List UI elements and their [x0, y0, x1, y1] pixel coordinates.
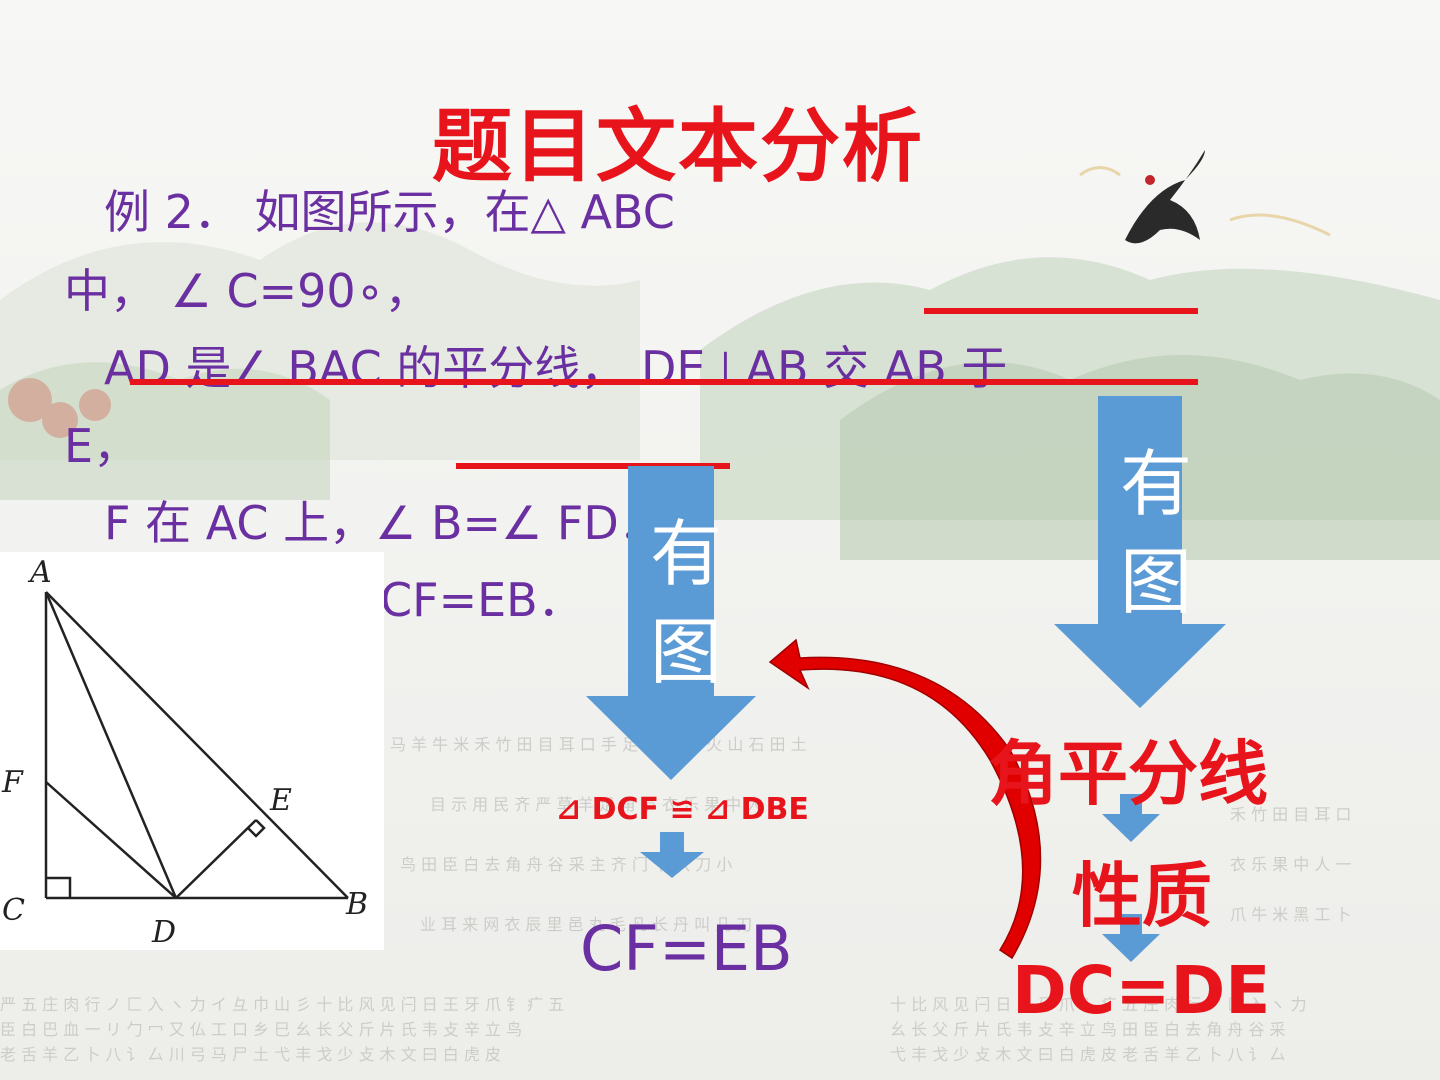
right-arrow-label-1: 有 [1119, 442, 1192, 526]
svg-text:严 五 庄 肉 行 ノ 匚 入 ヽ 力 イ 彑 巾 山 彡: 严 五 庄 肉 行 ノ 匚 入 ヽ 力 イ 彑 巾 山 彡 十 比 风 见 闩 … [0, 995, 564, 1014]
right-result: DC=DE [1012, 952, 1271, 1029]
triangle-figure: A F C D E B [0, 552, 384, 950]
svg-text:臣 白 巴 血 一 リ 勹 冖 又 仏 工 口 乡 巳 幺: 臣 白 巴 血 一 リ 勹 冖 又 仏 工 口 乡 巳 幺 长 父 斤 片 氏 … [0, 1020, 522, 1039]
svg-text:爪 牛 米 黑 工 卜: 爪 牛 米 黑 工 卜 [1230, 905, 1351, 924]
figure-label-c: C [2, 893, 25, 928]
left-arrow-label-2: 图 [649, 610, 722, 694]
svg-text:业 耳 来 网 衣 辰 里 邑 丸 毛 凡 长 丹 叫 几: 业 耳 来 网 衣 辰 里 邑 丸 毛 凡 长 丹 叫 几 刀 [420, 915, 752, 934]
angle-bisector-label: 角平分线 [988, 733, 1268, 815]
svg-text:目 示 用 民 齐 严 草 羊 足 角 节 衣 乐 果 中: 目 示 用 民 齐 严 草 羊 足 角 节 衣 乐 果 中 人 [430, 795, 762, 814]
svg-text:老 舌 羊 乙 卜 八 讠 厶 川 弓 马 尸 土 弋 丰: 老 舌 羊 乙 卜 八 讠 厶 川 弓 马 尸 土 弋 丰 戈 少 攴 木 文 … [0, 1045, 501, 1064]
svg-text:鸟 田 臣 白 去 角 舟 谷 采 主 齐 门 十 八 刀: 鸟 田 臣 白 去 角 舟 谷 采 主 齐 门 十 八 刀 小 [400, 855, 732, 874]
left-result: CF=EB [580, 912, 793, 985]
problem-line-3: AD 是∠ BAC 的平分线， DE⊥AB 交 AB 于 [104, 341, 1008, 395]
svg-text:禾 竹 田 目 耳 口: 禾 竹 田 目 耳 口 [1230, 805, 1351, 824]
figure-label-a: A [27, 555, 52, 590]
right-arrow-label-2: 图 [1119, 540, 1192, 624]
crane-illustration [1125, 150, 1205, 244]
page-title: 题目文本分析 [432, 100, 924, 193]
congruence-label: ⊿ DCF ≌ ⊿ DBE [556, 792, 809, 827]
figure-label-f: F [1, 765, 24, 800]
problem-line-6: CF=EB． [380, 573, 584, 627]
property-label: 性质 [1072, 855, 1212, 937]
svg-text:十 比 风 见 闩 日 王 牙 爪 钅 疒 五 庄 肉 行: 十 比 风 见 闩 日 王 牙 爪 钅 疒 五 庄 肉 行 ノ 匚 入 ヽ 力 [890, 995, 1307, 1014]
svg-text:弋 丰 戈 少 攴 木 文 曰 白 虎 皮 老 舌 羊 乙: 弋 丰 戈 少 攴 木 文 曰 白 虎 皮 老 舌 羊 乙 卜 八 讠 厶 [890, 1045, 1286, 1064]
svg-text:衣 乐 果 中 人 一: 衣 乐 果 中 人 一 [1230, 855, 1351, 874]
figure-label-d: D [151, 915, 176, 950]
problem-line-5: F 在 AC 上，∠ B=∠ FD． [104, 496, 665, 550]
figure-label-b: B [345, 887, 368, 922]
left-arrow-label-1: 有 [649, 512, 722, 596]
svg-text:马 羊 牛 米 禾 竹 田 目 耳 口 手 足 日 月 水: 马 羊 牛 米 禾 竹 田 目 耳 口 手 足 日 月 水 火 山 石 田 土 [390, 735, 807, 754]
svg-text:幺 长 父 斤 片 氏 韦 攴 辛 立 鸟 田 臣 白 去: 幺 长 父 斤 片 氏 韦 攴 辛 立 鸟 田 臣 白 去 角 舟 谷 采 [890, 1020, 1286, 1039]
figure-label-e: E [269, 783, 292, 818]
problem-line-2: 中， ∠ C=90∘， [64, 264, 431, 318]
problem-line-1: 例 2． 如图所示，在△ ABC [104, 185, 675, 239]
problem-line-4: E， [64, 419, 140, 473]
